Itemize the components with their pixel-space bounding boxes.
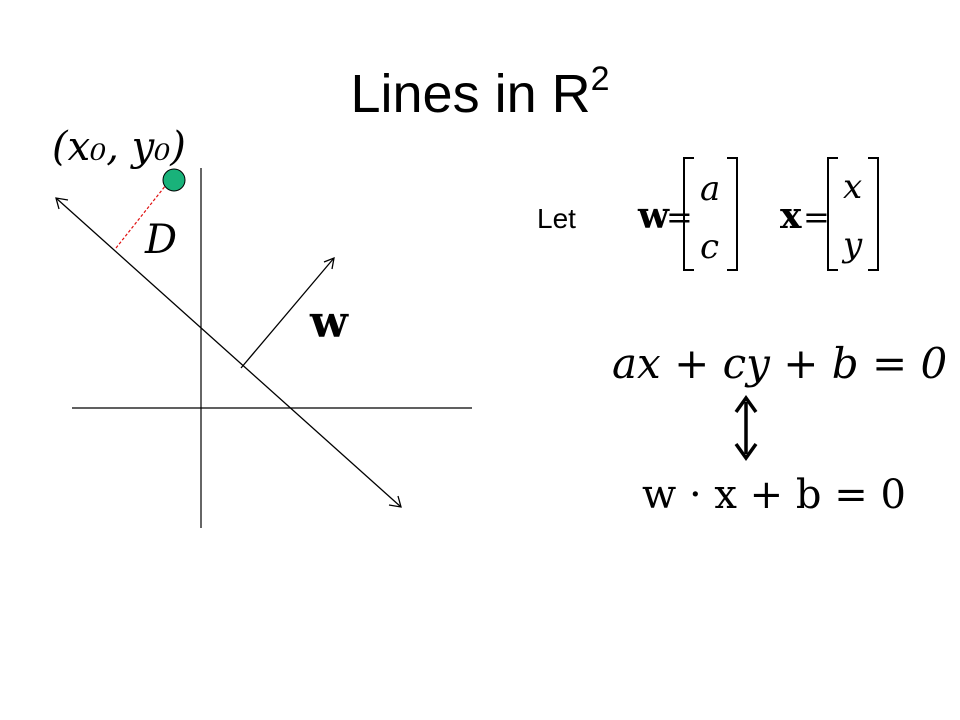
x-entry-bottom: y [841,225,863,265]
x-definition: x = x y [780,157,879,271]
x-right-bracket [868,157,879,271]
w-entry-top: a [700,169,720,209]
x-left-bracket [827,157,838,271]
w-left-bracket [683,157,694,271]
w-symbol: w [637,195,670,237]
let-label: Let [537,203,576,234]
point-marker [162,168,186,192]
slide-title: Lines in R2 [0,62,960,121]
coordinate-diagram: w D (x₀, y₀) [52,124,472,528]
x-symbol: x [780,195,802,237]
w-definition: w = a c [637,157,738,271]
w-right-bracket [727,157,738,271]
vector-equation: w · x + b = 0 [642,472,906,518]
normal-vector-label: w [309,297,349,348]
scalar-equation: ax + cy + b = 0 [612,339,947,388]
title-text: Lines in R [350,64,591,124]
normal-vector-arrowhead-icon [323,256,335,270]
w-entry-bottom: c [700,227,719,267]
x-equals: = [803,198,830,236]
normal-vector [240,256,335,369]
distance-segment [115,184,167,249]
title-superscript: 2 [590,60,610,98]
w-equals: = [666,198,693,236]
line-in-plane [55,197,402,508]
double-headed-arrow-icon [734,394,758,462]
line-arrowhead-lower-right-icon [388,495,402,508]
x-entry-top: x [843,167,862,207]
distance-label: D [144,217,177,263]
point-label: (x₀, y₀) [52,124,186,170]
line-arrowhead-upper-left-icon [55,197,69,210]
